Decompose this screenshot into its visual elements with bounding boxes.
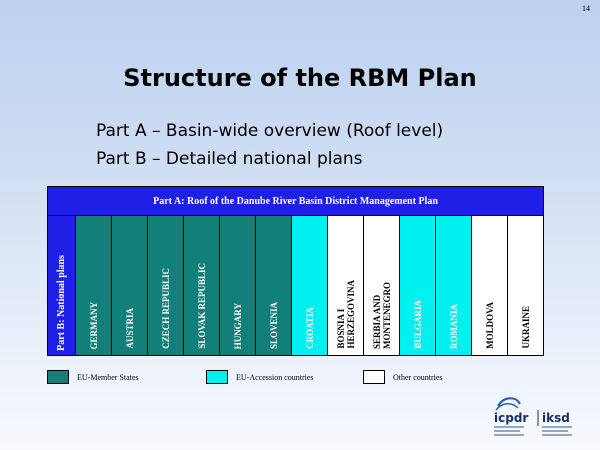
rbm-structure-diagram: Part A: Roof of the Danube River Basin D… <box>47 186 544 356</box>
country-label: MOLDOVA <box>484 302 495 349</box>
logo-text-right: iksd <box>542 411 570 425</box>
legend-swatch-accession <box>206 370 228 384</box>
danube-logo-icon: icpdr iksd <box>490 392 590 442</box>
country-columns: Part B: National plans GERMANY AUSTRIA C… <box>48 216 543 355</box>
country-column-czech-republic: CZECH REPUBLIC <box>148 216 184 355</box>
country-label: BOSNIA I HERZEGOVINA <box>335 280 356 349</box>
country-column-croatia: CROATIA <box>292 216 328 355</box>
country-column-austria: AUSTRIA <box>112 216 148 355</box>
logo-graphic: icpdr iksd <box>494 397 572 436</box>
legend-label-eu: EU-Member States <box>77 373 139 382</box>
legend-swatch-eu <box>47 370 69 384</box>
country-column-bulgaria: BULGARIA <box>400 216 436 355</box>
part-b-line: Part B – Detailed national plans <box>96 149 363 169</box>
country-column-hungary: HUNGARY <box>220 216 256 355</box>
country-column-slovenia: SLOVENIA <box>256 216 292 355</box>
country-label: UKRAINE <box>520 306 531 349</box>
country-label: GERMANY <box>88 301 99 350</box>
slide-title: Structure of the RBM Plan <box>123 64 477 92</box>
roof-bar: Part A: Roof of the Danube River Basin D… <box>48 187 543 216</box>
country-label: SLOVENIA <box>268 301 279 349</box>
legend: EU-Member States EU-Accession countries … <box>0 370 600 388</box>
country-column-romania: ROMANIA <box>436 216 472 355</box>
legend-swatch-other <box>363 370 385 384</box>
country-column-slovak-republic: SLOVAK REPUBLIC <box>184 216 220 355</box>
part-b-label: Part B: National plans <box>55 255 67 351</box>
page-number: 14 <box>582 4 590 13</box>
country-column-bosnia-herzegovina: BOSNIA I HERZEGOVINA <box>328 216 364 355</box>
country-label: CZECH REPUBLIC <box>160 268 171 349</box>
country-label: AUSTRIA <box>124 308 135 349</box>
logo-text-left: icpdr <box>494 411 528 425</box>
legend-label-other: Other countries <box>393 373 443 382</box>
country-label: SERBIA AND MONTENEGRO <box>371 281 392 349</box>
part-a-line: Part A – Basin-wide overview (Roof level… <box>96 121 444 141</box>
country-label: ROMANIA <box>448 304 459 349</box>
country-column-germany: GERMANY <box>76 216 112 355</box>
country-label: HUNGARY <box>232 302 243 349</box>
country-label: CROATIA <box>304 307 315 349</box>
country-column-moldova: MOLDOVA <box>472 216 508 355</box>
part-b-column: Part B: National plans <box>48 216 76 355</box>
country-label: BULGARIA <box>412 300 423 349</box>
country-column-serbia-montenegro: SERBIA AND MONTENEGRO <box>364 216 400 355</box>
legend-label-accession: EU-Accession countries <box>236 373 314 382</box>
country-column-ukraine: UKRAINE <box>508 216 543 355</box>
country-label: SLOVAK REPUBLIC <box>196 263 207 349</box>
